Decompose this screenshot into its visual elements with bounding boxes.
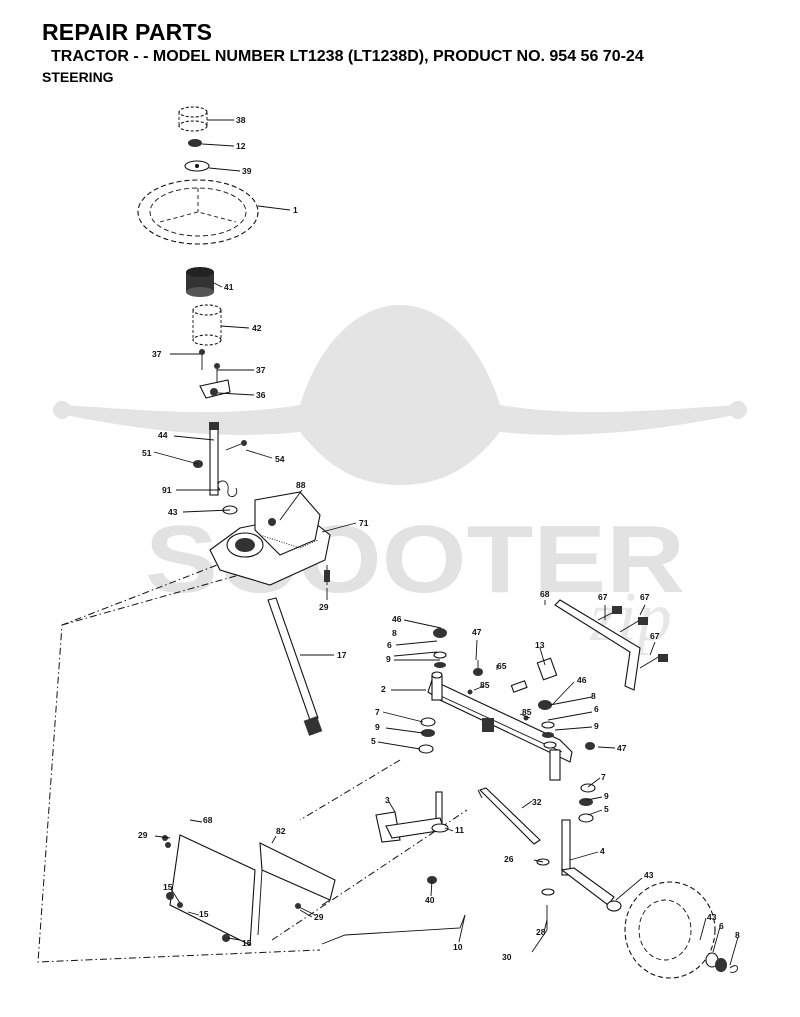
callout-46a: 46	[392, 614, 402, 624]
callout-8b: 8	[591, 691, 596, 701]
callout-28: 28	[536, 927, 546, 937]
front-axle	[418, 599, 668, 823]
callout-9c: 9	[594, 721, 599, 731]
callout-43c: 43	[707, 912, 717, 922]
callout-5b: 5	[604, 804, 609, 814]
callout-32: 32	[532, 797, 542, 807]
callout-39: 39	[242, 166, 252, 176]
callout-6a: 6	[387, 640, 392, 650]
callout-68b: 68	[203, 815, 213, 825]
callout-6b: 6	[594, 704, 599, 714]
callout-67b: 67	[640, 592, 650, 602]
callout-46b: 46	[577, 675, 587, 685]
callout-37b: 37	[256, 365, 266, 375]
leader-lines	[153, 119, 739, 966]
page-title: REPAIR PARTS	[42, 19, 213, 45]
callout-12: 12	[236, 141, 246, 151]
spindles	[321, 787, 738, 979]
callout-10: 10	[453, 942, 463, 952]
callout-9a: 9	[386, 654, 391, 664]
callout-8c: 8	[735, 930, 740, 940]
callout-68a: 68	[540, 589, 550, 599]
callout-43a: 43	[168, 507, 178, 517]
callout-65: 65	[497, 661, 507, 671]
callout-43b: 43	[644, 870, 654, 880]
callout-7b: 7	[601, 772, 606, 782]
callout-41: 41	[224, 282, 234, 292]
callout-9d: 9	[604, 791, 609, 801]
callout-37a: 37	[152, 349, 162, 359]
callout-85a: 85	[480, 680, 490, 690]
callout-71: 71	[359, 518, 369, 528]
callout-30: 30	[502, 952, 512, 962]
callout-47a: 47	[472, 627, 482, 637]
callout-51: 51	[142, 448, 152, 458]
callout-3: 3	[385, 795, 390, 805]
callout-15a: 15	[163, 882, 173, 892]
callout-82: 82	[276, 826, 286, 836]
callout-67c: 67	[650, 631, 660, 641]
callout-47b: 47	[617, 743, 627, 753]
callout-29c: 29	[314, 912, 324, 922]
callout-5a: 5	[371, 736, 376, 746]
section-title: STEERING	[42, 69, 114, 85]
callout-11: 11	[455, 825, 464, 835]
callout-36: 36	[256, 390, 266, 400]
callout-8a: 8	[392, 628, 397, 638]
callout-91: 91	[162, 485, 172, 495]
callout-7a: 7	[375, 707, 380, 717]
page-subtitle: TRACTOR - - MODEL NUMBER LT1238 (LT1238D…	[51, 48, 644, 65]
callout-29a: 29	[319, 602, 329, 612]
assembly-boundary	[37, 554, 468, 963]
callout-29b: 29	[138, 830, 148, 840]
page-header: REPAIR PARTS TRACTOR - - MODEL NUMBER LT…	[42, 18, 782, 86]
callout-1: 1	[293, 205, 298, 215]
callout-38: 38	[236, 115, 246, 125]
callout-67a: 67	[598, 592, 608, 602]
callout-17: 17	[337, 650, 347, 660]
callout-labels: 38 12 39 1 41 42 37 37 36 44 54 51 91 88…	[138, 115, 740, 962]
callout-40: 40	[425, 895, 435, 905]
callout-9b: 9	[375, 722, 380, 732]
callout-13: 13	[535, 640, 545, 650]
callout-4: 4	[600, 846, 605, 856]
callout-26: 26	[504, 854, 514, 864]
callout-44: 44	[158, 430, 168, 440]
callout-15c: 15	[242, 938, 252, 948]
callout-54: 54	[275, 454, 285, 464]
callout-2: 2	[381, 684, 386, 694]
steering-column	[137, 106, 331, 736]
callout-42: 42	[252, 323, 262, 333]
callout-85b: 85	[522, 707, 532, 717]
callout-88: 88	[296, 480, 306, 490]
callout-15b: 15	[199, 909, 209, 919]
lower-brackets	[162, 834, 336, 946]
callout-6c: 6	[719, 921, 724, 931]
